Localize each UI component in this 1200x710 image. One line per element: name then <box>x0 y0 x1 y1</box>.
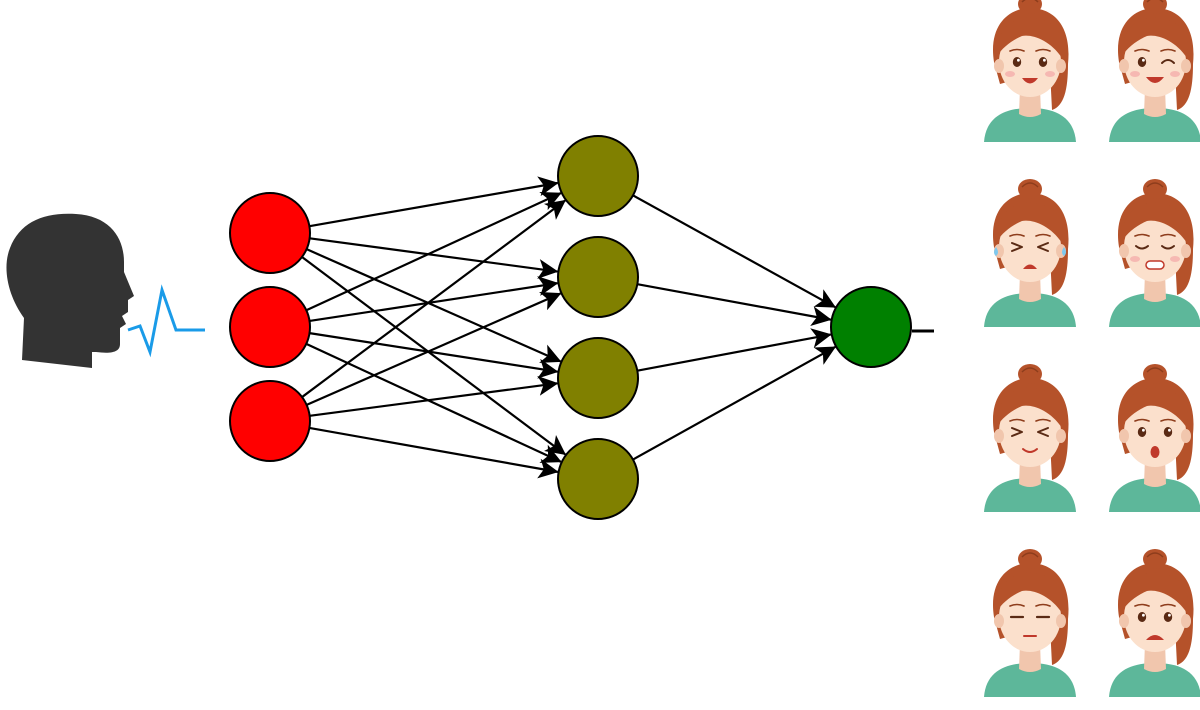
speaking-head-icon <box>6 213 134 368</box>
connection-hidden-1-to-output-1 <box>632 194 836 309</box>
laughing-face-icon <box>1109 179 1200 327</box>
connection-input-1-to-hidden-3 <box>306 248 562 363</box>
connection-input-3-to-hidden-3 <box>309 375 559 417</box>
sleepy-face-icon <box>984 549 1076 697</box>
input-node-2 <box>229 286 311 368</box>
connection-input-2-to-hidden-4 <box>305 342 562 463</box>
emotion-faces-grid <box>984 0 1200 697</box>
sad-face-icon <box>1109 549 1200 697</box>
connection-input-1-to-hidden-2 <box>309 237 559 279</box>
network-connections <box>301 176 837 479</box>
surprised-face-icon <box>1109 364 1200 512</box>
connection-input-3-to-hidden-1 <box>301 199 566 398</box>
input-node-3 <box>229 380 311 462</box>
connection-input-1-to-hidden-4 <box>301 256 567 456</box>
hidden-node-4 <box>557 438 639 520</box>
input-node-1 <box>229 192 311 274</box>
connection-input-1-to-hidden-1 <box>309 176 559 228</box>
connection-input-2-to-hidden-2 <box>309 276 559 323</box>
output-node-1 <box>830 286 912 368</box>
connection-input-3-to-hidden-4 <box>309 426 559 479</box>
happy-face-icon <box>984 0 1076 142</box>
hidden-node-2 <box>557 236 639 318</box>
connection-hidden-4-to-output-1 <box>632 345 837 461</box>
connection-input-3-to-hidden-2 <box>306 291 562 406</box>
connection-hidden-3-to-output-1 <box>637 328 832 372</box>
crying-face-icon <box>984 179 1076 327</box>
smiling-face-icon <box>984 364 1076 512</box>
hidden-node-3 <box>557 337 639 419</box>
connection-hidden-2-to-output-1 <box>637 283 832 327</box>
network-nodes <box>229 135 912 520</box>
connection-input-2-to-hidden-1 <box>305 192 562 312</box>
winking-face-icon <box>1109 0 1200 142</box>
hidden-node-1 <box>557 135 639 217</box>
sound-wave-icon <box>127 284 205 358</box>
connection-input-2-to-hidden-3 <box>309 332 559 379</box>
